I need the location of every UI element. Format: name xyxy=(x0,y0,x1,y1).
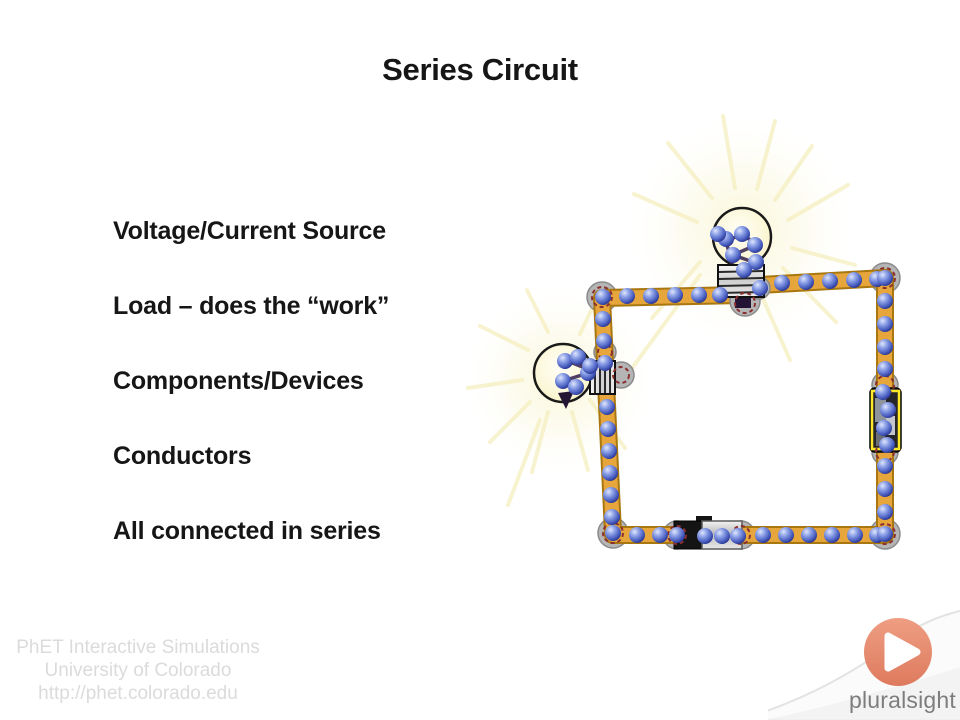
logo-wordmark: pluralsight xyxy=(848,687,956,713)
bulb-glow-rays xyxy=(466,114,857,507)
bullet-conductors: Conductors xyxy=(113,442,252,470)
bullet-load: Load – does the “work” xyxy=(113,292,390,320)
attribution-line-2: University of Colorado xyxy=(44,660,232,681)
logo-graphic xyxy=(768,609,960,720)
play-icon xyxy=(864,618,932,686)
bullet-components-devices: Components/Devices xyxy=(113,367,364,395)
page-title: Series Circuit xyxy=(382,52,578,87)
bullet-list: Voltage/Current Source Load – does the “… xyxy=(113,218,389,593)
bullet-voltage-source: Voltage/Current Source xyxy=(113,217,386,245)
attribution-line-3: http://phet.colorado.edu xyxy=(38,683,238,704)
attribution-line-1: PhET Interactive Simulations xyxy=(16,637,260,658)
bullet-all-connected: All connected in series xyxy=(113,517,381,545)
pluralsight-logo: pluralsight xyxy=(768,606,960,720)
phet-attribution: PhET Interactive Simulations University … xyxy=(0,636,276,705)
